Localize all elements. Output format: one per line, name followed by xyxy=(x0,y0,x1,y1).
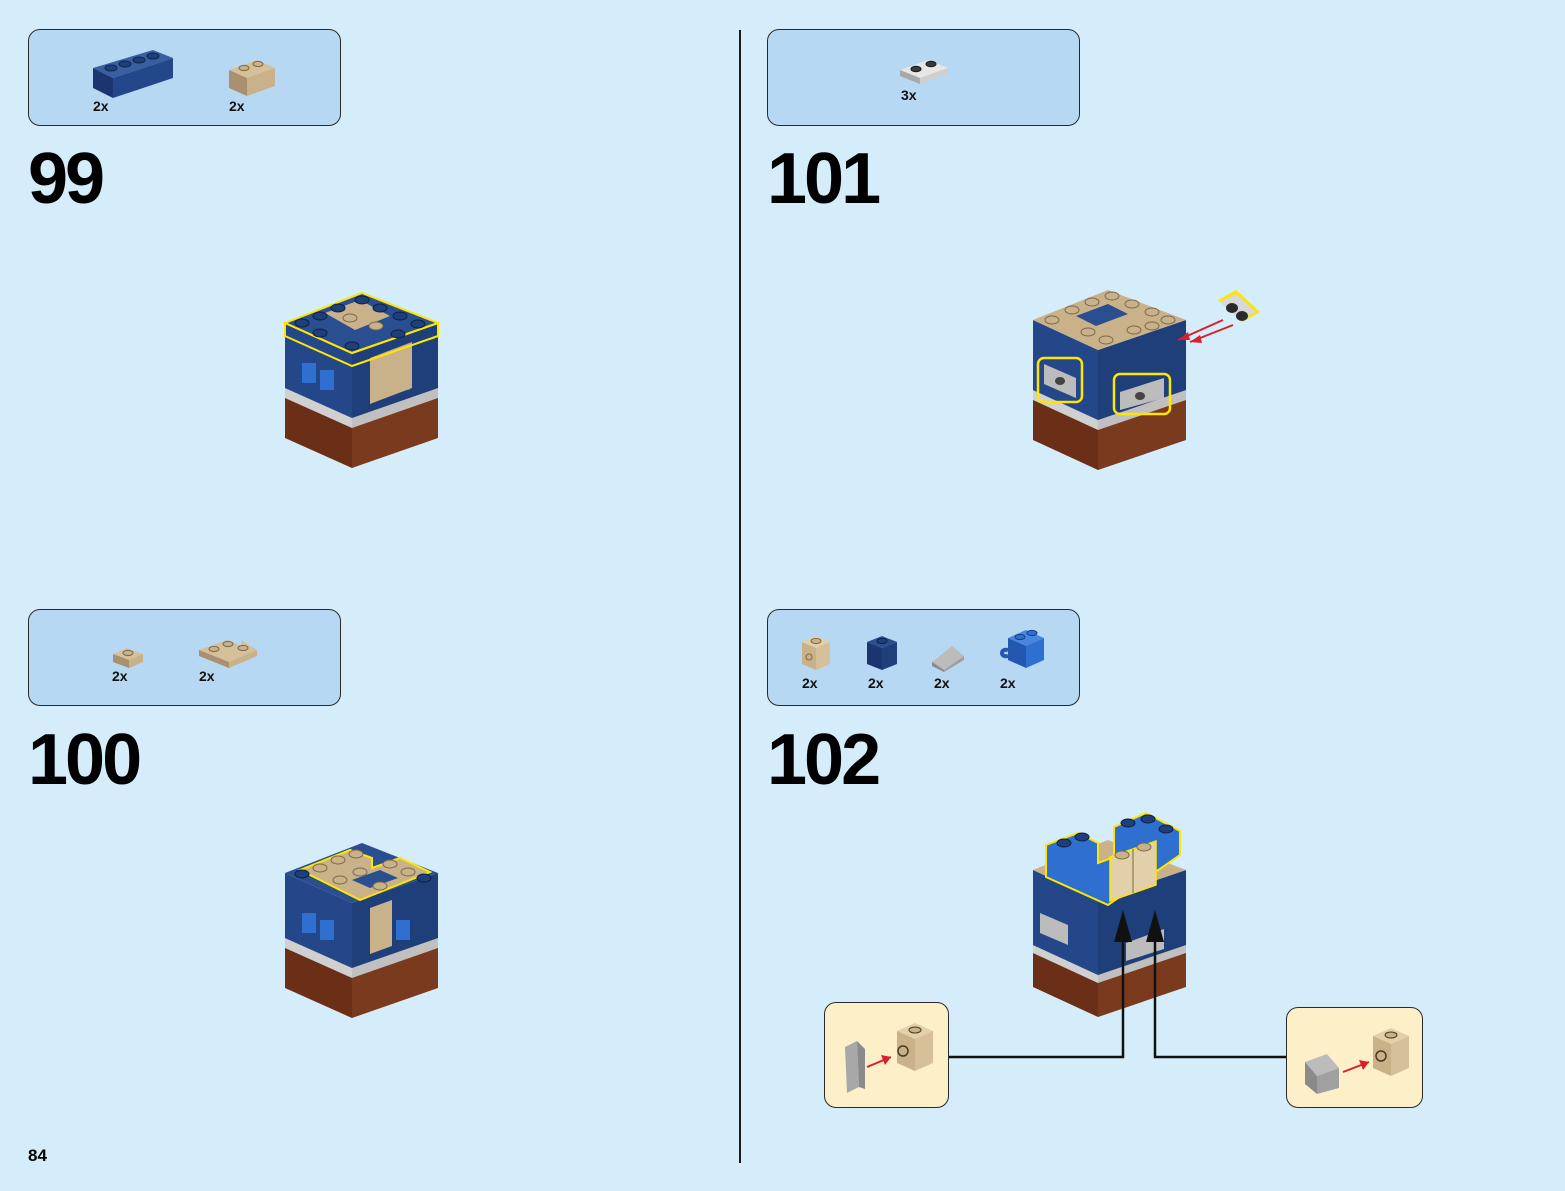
dark-blue-brick-1x4-icon xyxy=(93,50,173,98)
sub-assembly-illustration xyxy=(845,1023,933,1093)
part-qty: 2x xyxy=(1000,675,1016,691)
part-qty: 2x xyxy=(802,675,818,691)
step-102-callout-connectors xyxy=(948,910,1290,1059)
blue-clip-brick-icon xyxy=(1000,629,1044,668)
part-qty: 2x xyxy=(199,668,215,684)
tan-brick-1x2-icon xyxy=(229,60,275,96)
step-100-model-illustration xyxy=(285,843,438,1018)
step-number-99: 99 xyxy=(28,139,105,219)
step-102-model-illustration xyxy=(1033,811,1186,1017)
sub-assembly-callout-right xyxy=(1286,1007,1423,1108)
step-99-model-illustration xyxy=(282,291,441,468)
tan-corner-plate-icon xyxy=(199,640,257,668)
parts-box-step-99: 2x 2x xyxy=(28,29,341,126)
parts-box-step-101: 3x xyxy=(767,29,1080,126)
sub-assembly-illustration xyxy=(1305,1028,1409,1094)
page-divider xyxy=(739,30,741,1163)
dark-blue-brick-1x1-icon xyxy=(867,636,897,670)
step-number-101: 101 xyxy=(767,139,881,219)
tan-bracket-brick-icon xyxy=(802,636,830,670)
step-101-model-illustration xyxy=(1033,290,1260,470)
parts-box-step-100: 2x 2x xyxy=(28,609,341,706)
part-qty: 2x xyxy=(868,675,884,691)
part-qty: 2x xyxy=(93,98,109,114)
tan-plate-1x1-icon xyxy=(113,648,143,668)
sub-assembly-callout-left xyxy=(824,1002,949,1108)
part-qty: 2x xyxy=(934,675,950,691)
step-number-100: 100 xyxy=(28,720,142,800)
gray-slope-tile-icon xyxy=(932,646,964,672)
part-qty: 2x xyxy=(112,668,128,684)
light-gray-plate-1x2-icon xyxy=(900,60,948,84)
part-qty: 2x xyxy=(229,98,245,114)
parts-box-step-102: 2x 2x 2x 2x xyxy=(767,609,1080,706)
page-number: 84 xyxy=(28,1146,47,1165)
step-number-102: 102 xyxy=(767,720,881,800)
part-qty: 3x xyxy=(901,87,917,103)
